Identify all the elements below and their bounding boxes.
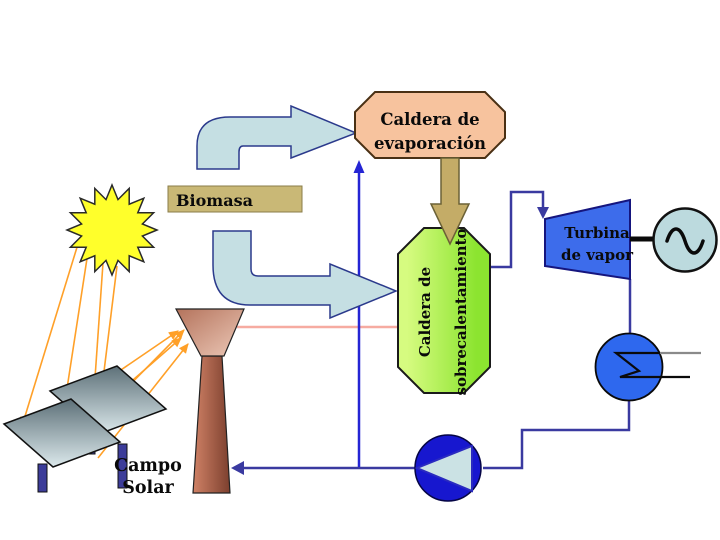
solar-field-label-line2: Solar — [122, 478, 174, 498]
condenser-heat-exchanger — [594, 332, 701, 402]
biomass-text: Biomasa — [176, 191, 253, 210]
superheater-boiler: Caldera de sobrecalentamiento — [397, 227, 491, 396]
pump — [414, 434, 482, 502]
riser-arrowhead — [353, 160, 365, 173]
solar-field-label-line1: Campo — [114, 456, 182, 476]
sun-ray — [20, 243, 79, 428]
heliostat-panel — [2, 398, 122, 468]
biomass-box — [167, 185, 303, 213]
tower-inlet-arrowhead — [231, 461, 244, 475]
sine-wave-icon — [665, 227, 705, 255]
superheater-turbine-pipe — [490, 190, 545, 269]
heliostat-field — [2, 365, 168, 493]
evaporation-boiler: Caldera de evaporación — [354, 91, 506, 159]
turbine-inlet-arrowhead — [537, 207, 549, 219]
superheater-boiler-shape — [397, 227, 491, 394]
tower-shaft — [192, 355, 231, 494]
biomass-arrow-superheater — [212, 230, 398, 320]
biomass-arrow-evaporator — [196, 104, 359, 170]
pump-triangle-icon — [414, 444, 473, 493]
heat-exchanger-coil — [612, 351, 690, 379]
evaporation-boiler-shape — [354, 91, 506, 159]
panel-leg — [37, 463, 48, 493]
panel-leg — [117, 443, 128, 489]
electric-generator — [630, 207, 718, 273]
condenser-circle — [594, 332, 664, 402]
superheater-label-line1: Caldera de — [416, 267, 434, 357]
steam-down-arrow — [429, 157, 471, 246]
sun-icon — [65, 183, 159, 277]
superheater-label-line2: sobrecalentamiento — [452, 229, 470, 396]
solar-tower — [175, 308, 245, 494]
evaporator-label-line1: Caldera de — [380, 110, 479, 129]
evaporator-label-line2: evaporación — [374, 134, 486, 153]
solar-field-label: Campo Solar — [114, 456, 182, 498]
condenser-pump-pipe — [483, 400, 631, 470]
turbine-label-line2: de vapor — [561, 246, 634, 264]
steam-turbine: Turbina de vapor — [544, 198, 634, 281]
water-loop-pipes — [243, 190, 632, 470]
turbine-shape — [544, 198, 631, 281]
biomass-label: Biomasa — [167, 185, 303, 213]
turbine-label-line1: Turbina — [564, 224, 630, 242]
tower-receiver — [175, 308, 245, 357]
